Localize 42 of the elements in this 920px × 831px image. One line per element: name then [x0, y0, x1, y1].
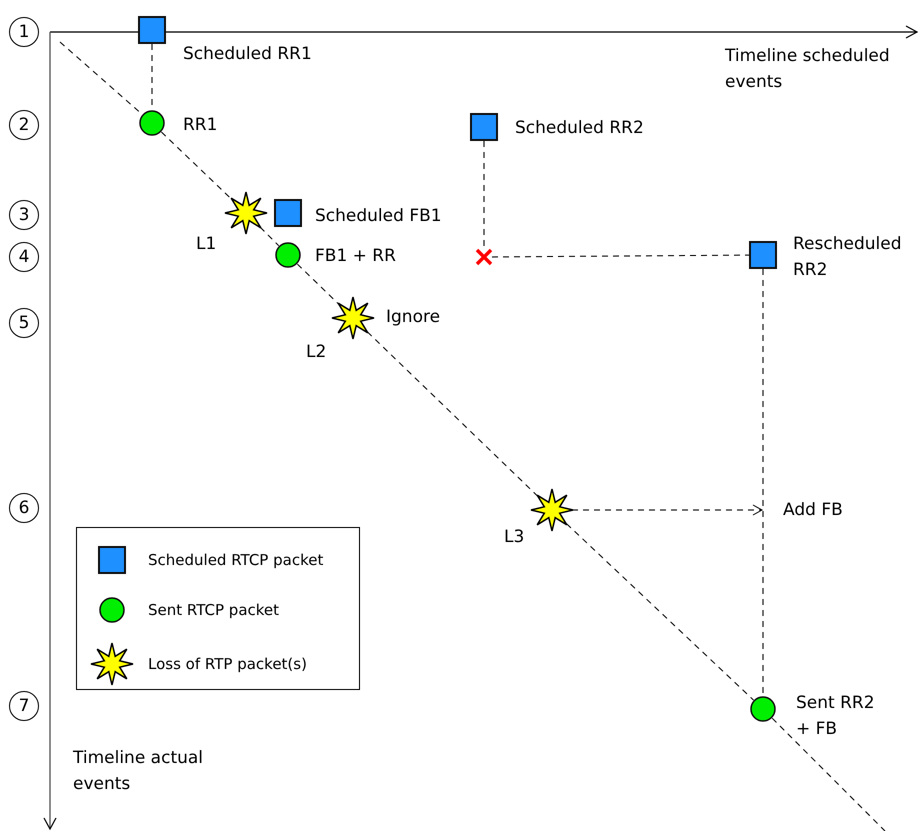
circle-marker	[750, 696, 776, 722]
connector	[492, 254, 750, 258]
star-marker	[530, 488, 574, 532]
connector	[160, 132, 232, 200]
square-marker	[274, 199, 302, 227]
square-marker	[138, 16, 166, 44]
legend-label: Loss of RTP packet(s)	[148, 654, 307, 675]
step-number: 7	[9, 691, 39, 721]
event-label: Scheduled FB1	[315, 205, 442, 228]
connector	[772, 718, 886, 831]
cross-marker	[475, 248, 493, 266]
event-label: Sent RR2 + FB	[796, 692, 876, 741]
event-label: FB1 + RR	[315, 245, 396, 268]
square-marker	[470, 113, 498, 141]
step-number: 4	[9, 242, 39, 272]
event-label: Rescheduled RR2	[793, 233, 902, 282]
axis-label: Timeline actual events	[73, 747, 204, 796]
square-marker	[749, 241, 777, 269]
event-label: L3	[504, 526, 524, 549]
star-marker	[331, 296, 375, 340]
connector	[572, 504, 762, 516]
step-number: 3	[9, 200, 39, 230]
circle-marker	[139, 110, 165, 136]
event-label: Scheduled RR1	[183, 43, 312, 66]
event-label: L2	[306, 341, 326, 364]
step-number: 2	[9, 110, 39, 140]
step-number: 5	[9, 308, 39, 338]
connector	[260, 226, 280, 246]
event-label: L1	[196, 233, 216, 256]
connector	[366, 331, 538, 497]
connector	[296, 264, 340, 305]
legend-label: Sent RTCP packet	[148, 600, 280, 621]
axis-label: Timeline scheduled events	[725, 45, 891, 94]
event-label: Ignore	[386, 306, 440, 329]
circle-marker	[275, 242, 301, 268]
step-number: 6	[9, 493, 39, 523]
step-number: 1	[9, 17, 39, 47]
legend-label: Scheduled RTCP packet	[148, 550, 324, 571]
event-label: Scheduled RR2	[515, 117, 644, 140]
event-label: RR1	[183, 114, 218, 137]
star-marker	[224, 191, 268, 235]
connector	[566, 523, 754, 701]
